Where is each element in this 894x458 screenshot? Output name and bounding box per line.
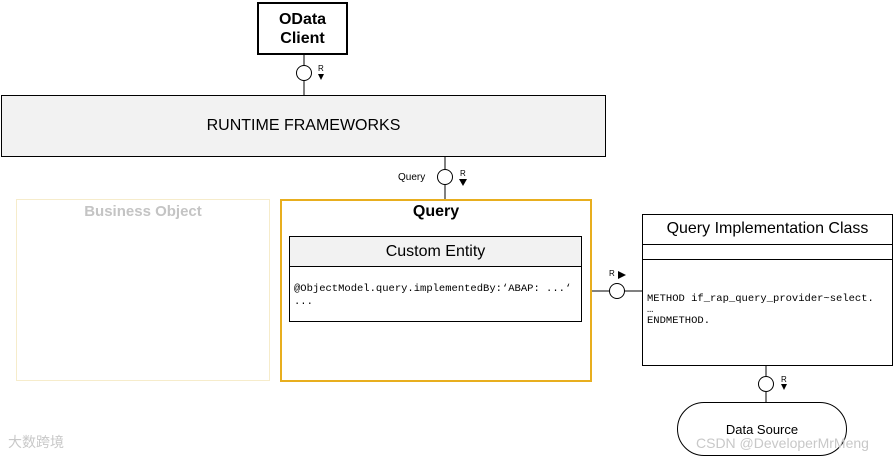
custom-entity-header: Custom Entity	[289, 236, 582, 267]
query-box	[280, 199, 592, 382]
custom-entity-code: @ObjectModel.query.implementedBy:‘ABAP: …	[294, 283, 571, 309]
data-source-label: Data Source	[725, 421, 799, 437]
datasource-r-label: R	[781, 375, 787, 384]
odata-client-box: OData Client	[257, 2, 348, 55]
query-implementation-class-title: Query Implementation Class	[666, 220, 869, 237]
qic-code-line3: ENDMETHOD.	[647, 315, 711, 327]
runtime-frameworks-box: RUNTIME FRAMEWORKS	[1, 95, 606, 157]
query-implementation-class-code: METHOD if_rap_query_provider~select.…END…	[647, 294, 874, 327]
data-source-box: Data Source	[677, 402, 847, 456]
impl-interface-circle	[609, 283, 625, 299]
datasource-interface-circle	[758, 376, 774, 392]
custom-entity-title: Custom Entity	[385, 242, 486, 260]
datasource-request-arrow	[781, 384, 787, 390]
odata-request-arrow	[318, 74, 324, 80]
qic-code-line2: …	[647, 304, 654, 316]
business-object-title: Business Object	[84, 203, 202, 220]
qic-code-line1: METHOD if_rap_query_provider~select.	[647, 293, 874, 305]
query-interface-circle	[437, 169, 453, 185]
query-box-title: Query	[412, 203, 460, 220]
query-implementation-class-header: Query Implementation Class	[642, 214, 893, 245]
query-r-label: R	[460, 169, 466, 178]
query-interface-label: Query	[398, 172, 426, 183]
odata-interface-circle	[296, 65, 312, 81]
runtime-frameworks-label: RUNTIME FRAMEWORKS	[206, 117, 401, 134]
odata-client-line1: OData	[278, 10, 327, 28]
impl-r-label: R	[609, 269, 615, 278]
odata-r-label: R	[318, 64, 324, 73]
query-request-arrow	[459, 179, 467, 186]
watermark-left: 大数跨境	[8, 434, 64, 450]
business-object-box	[16, 199, 270, 381]
custom-entity-code-line2: ...	[294, 296, 313, 308]
watermark-right: CSDN @DeveloperMrMeng	[696, 435, 869, 451]
query-implementation-class-divider	[642, 259, 893, 260]
custom-entity-code-line1: @ObjectModel.query.implementedBy:‘ABAP: …	[294, 283, 572, 295]
impl-request-arrow	[618, 271, 626, 279]
query-implementation-class-box	[642, 214, 893, 366]
odata-client-line2: Client	[280, 29, 325, 47]
